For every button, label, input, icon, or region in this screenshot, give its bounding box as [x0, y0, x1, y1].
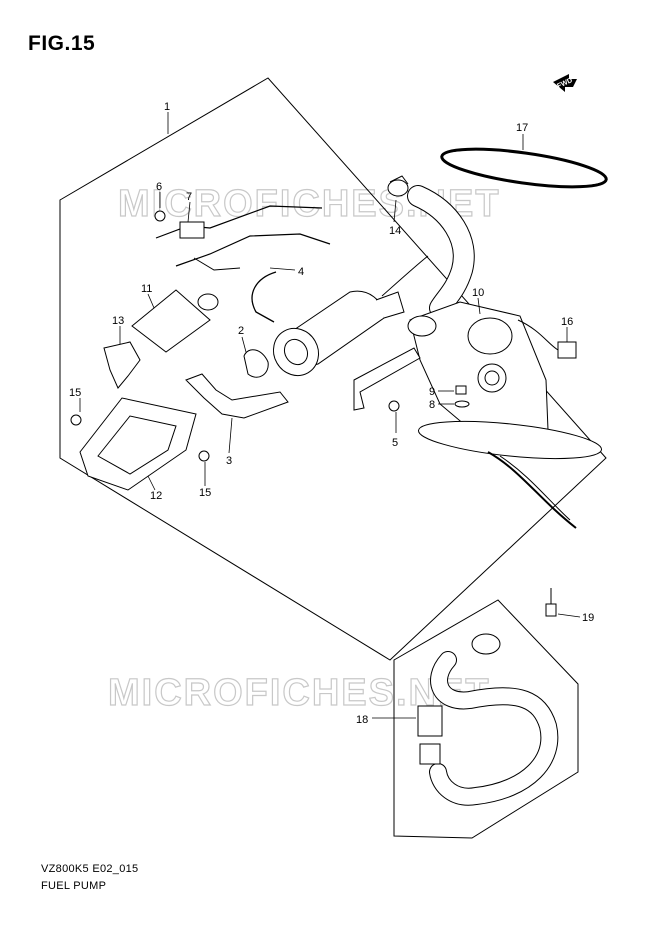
hose-kit — [417, 633, 559, 806]
callout-16: 16 — [561, 316, 573, 328]
assembly-frame — [59, 77, 607, 661]
callout-13: 13 — [112, 315, 124, 327]
pump-body — [272, 290, 405, 377]
callout-18: 18 — [356, 714, 368, 726]
callout-8: 8 — [429, 399, 435, 411]
pump-wire — [381, 255, 429, 297]
callout-10: 10 — [472, 287, 484, 299]
callout-15-upper: 15 — [69, 387, 81, 399]
pump-base-unit — [407, 301, 549, 437]
pump-strap — [251, 271, 277, 323]
flange-plate — [417, 420, 603, 460]
callout-7: 7 — [186, 191, 192, 203]
callout-4: 4 — [298, 266, 304, 278]
callout-5: 5 — [392, 437, 398, 449]
screw-6 — [154, 210, 166, 222]
mounting-bracket — [185, 373, 289, 419]
hose-kit-frame — [393, 599, 579, 839]
callout-15-lower: 15 — [199, 487, 211, 499]
callout-9: 9 — [429, 386, 435, 398]
wire-connector — [517, 319, 577, 359]
figure-title: FIG.15 — [28, 32, 96, 55]
callout-6: 6 — [156, 181, 162, 193]
fuel-level-sender — [477, 363, 507, 393]
lower-cables — [487, 451, 577, 529]
callout-12: 12 — [150, 490, 162, 502]
screw-5 — [388, 400, 400, 412]
screw-15-upper — [70, 414, 82, 426]
callout-11: 11 — [141, 283, 152, 295]
wire-harness — [155, 205, 331, 271]
cap-9 — [455, 385, 467, 395]
callout-1: 1 — [164, 101, 170, 113]
filter-cover — [79, 397, 197, 491]
callout-2: 2 — [238, 325, 244, 337]
callout-14: 14 — [389, 225, 401, 237]
callout-17: 17 — [516, 122, 528, 134]
callout-3: 3 — [226, 455, 232, 467]
screw-15-lower — [198, 450, 210, 462]
base-bracket — [353, 347, 421, 411]
diagram-caption: FUEL PUMP — [41, 880, 107, 892]
hose-clamp — [387, 175, 409, 197]
leader-lines — [79, 112, 581, 719]
callout-19: 19 — [582, 612, 594, 624]
clip-8 — [454, 400, 470, 408]
fuel-filter — [131, 289, 211, 353]
pump-damper — [243, 349, 269, 378]
forward-direction-icon: FWD — [553, 74, 577, 92]
gasket-ring — [440, 147, 608, 189]
diagram-code: VZ800K5 E02_015 — [41, 863, 139, 875]
filter-plate — [103, 341, 141, 389]
mounting-bolt — [545, 588, 557, 617]
